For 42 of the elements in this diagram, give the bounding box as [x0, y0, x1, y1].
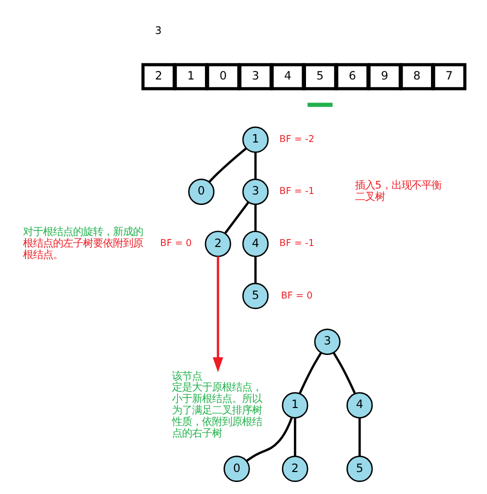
- connector: [298, 352, 322, 394]
- node-circle: 0: [188, 178, 214, 205]
- node-text: 该节点定是大于原根结点，小于新根结点。所以为了满足二叉排序树性质，依附到原根结点的右子树: [172, 370, 262, 440]
- node-circle: 4: [346, 392, 373, 418]
- node-box: 5: [302, 63, 338, 90]
- node-label: BF = 0: [280, 290, 313, 302]
- node-box: 4: [270, 63, 305, 90]
- node-circle: 5: [242, 282, 269, 310]
- label: 3: [154, 25, 162, 37]
- node-label: BF = -1: [279, 186, 314, 198]
- connector: [358, 418, 361, 456]
- node-box: 6: [335, 63, 370, 90]
- connector: [224, 202, 250, 234]
- connector: [294, 418, 296, 456]
- node-box: 2: [141, 63, 176, 90]
- node-box: 1: [174, 63, 208, 90]
- node-circle: 1: [282, 392, 308, 418]
- connector: [246, 417, 293, 462]
- node-box: 7: [432, 63, 466, 90]
- node-circle: 2: [282, 456, 308, 482]
- label: 插入5，出现不平衡二叉树: [354, 180, 442, 204]
- node-box: 8: [400, 63, 434, 90]
- node-circle: 5: [346, 456, 373, 482]
- node-label: BF = -1: [279, 238, 314, 250]
- node-box: 0: [206, 63, 240, 90]
- node-circle: 1: [242, 126, 269, 153]
- node-label: BF = -2: [279, 134, 314, 146]
- connector: [254, 204, 257, 232]
- node-circle: 0: [224, 456, 250, 482]
- connector: [254, 256, 257, 284]
- connector: [208, 148, 247, 183]
- label: 对于根结点的旋转，新成的根结点的左子树要依附到原根结点。: [23, 226, 144, 261]
- arrow: [212, 256, 224, 372]
- node-circle: 3: [242, 178, 269, 205]
- node-box: 3: [238, 63, 273, 90]
- connector: [332, 352, 356, 394]
- node-label: BF = 0: [160, 238, 192, 250]
- node-box: 9: [367, 63, 402, 90]
- node-circle: 4: [242, 230, 269, 258]
- connector: [254, 152, 257, 180]
- node-circle: 3: [314, 328, 341, 355]
- node-circle: 2: [204, 230, 232, 258]
